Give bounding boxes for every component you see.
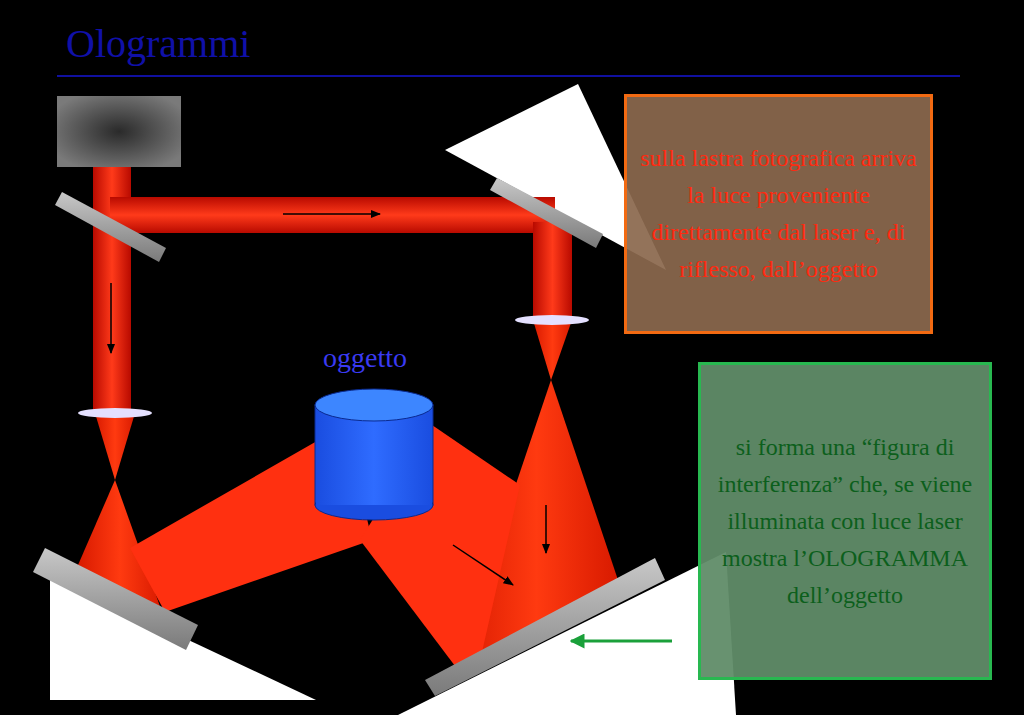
photographic-plate: [425, 558, 665, 696]
direction-arrow: [110, 283, 112, 353]
pointer-arrow: [571, 640, 672, 643]
converging-beam: [533, 320, 572, 380]
direction-arrow: [453, 545, 513, 585]
callout-box: sulla lastra fotografica arriva la luce …: [624, 94, 933, 334]
laser-beam: [110, 197, 555, 233]
direction-arrow: [283, 213, 380, 215]
lens: [78, 408, 152, 418]
converging-beam: [95, 413, 135, 480]
beam-splitter: [55, 192, 166, 262]
lens: [515, 315, 589, 325]
object-cylinder: [315, 389, 433, 421]
mirror: [490, 178, 603, 248]
object-label: oggetto: [323, 342, 407, 374]
direction-arrow: [545, 505, 547, 553]
callout-text: si forma una “figura di interferenza” ch…: [711, 429, 979, 614]
object-cylinder: [316, 430, 432, 505]
laser-beam: [533, 222, 572, 322]
title-rule: [57, 75, 960, 77]
laser-source: [57, 96, 181, 167]
mirror: [33, 548, 198, 650]
slide-title: Ologrammi: [66, 20, 250, 67]
callout-box: si forma una “figura di interferenza” ch…: [698, 362, 992, 680]
callout-text: sulla lastra fotografica arriva la luce …: [637, 140, 920, 288]
